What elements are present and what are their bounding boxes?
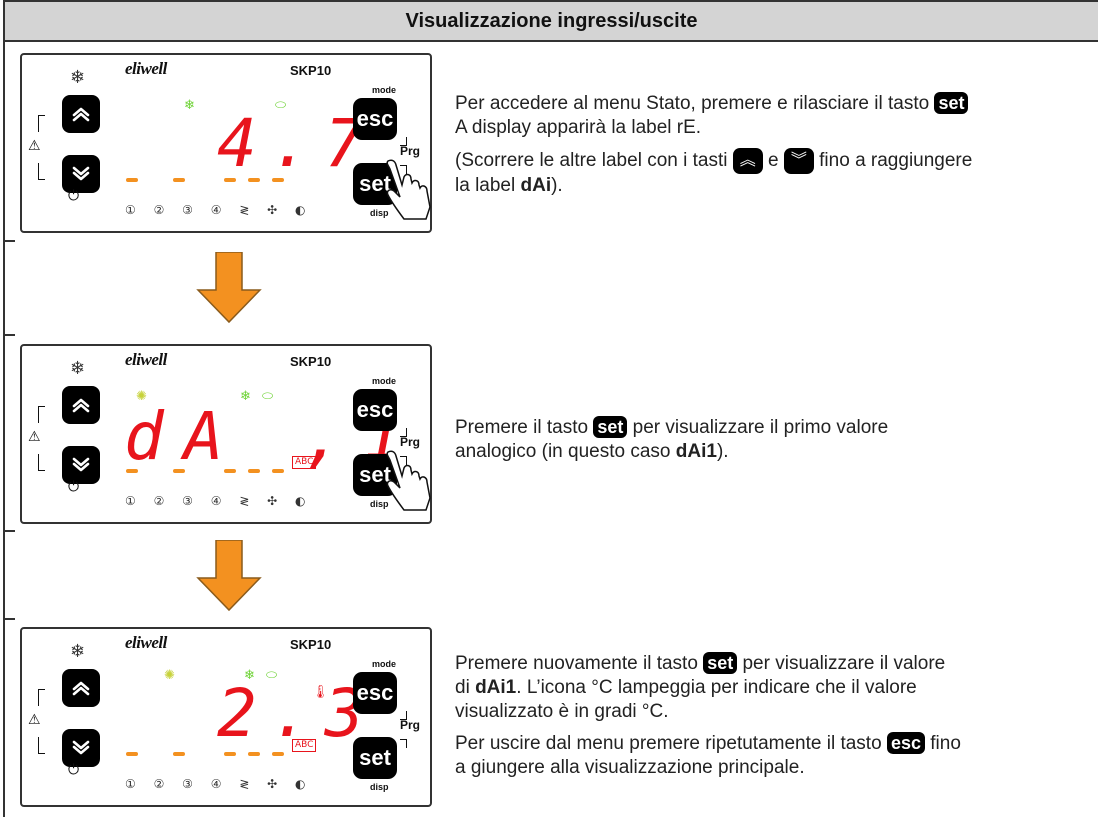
- down-arrow-icon: [196, 252, 262, 324]
- pressing-hand-icon: [386, 159, 431, 220]
- step2-text: Premere il tasto set per visualizzare il…: [455, 416, 888, 464]
- set-key-icon: set: [593, 416, 628, 438]
- model-label: SKP10: [290, 637, 332, 652]
- chevron-up-icon: [72, 107, 90, 122]
- status-dashes: [126, 178, 286, 186]
- disp-label: disp: [370, 208, 389, 218]
- chevron-up-icon: [72, 398, 90, 413]
- compressor-icon: ❄: [184, 97, 195, 112]
- aux-icon: ✺: [136, 388, 147, 403]
- set-key-icon: set: [703, 652, 738, 674]
- alarm-mute-icon: ⚠: [28, 137, 41, 153]
- display-digits: 4.7: [217, 105, 379, 182]
- section-header: Visualizzazione ingressi/uscite: [3, 0, 1098, 42]
- compressor-icon: ❄: [244, 667, 255, 682]
- eliwell-logo: eliwell: [125, 59, 167, 78]
- step1-text: Per accedere al menu Stato, premere e ri…: [455, 92, 972, 198]
- down-button[interactable]: [62, 729, 100, 767]
- step1-line1: Per accedere al menu Stato, premere e ri…: [455, 92, 972, 116]
- alarm-mute-icon: ⚠: [28, 428, 41, 444]
- chevron-down-icon: [72, 166, 90, 181]
- step3-line1: Premere nuovamente il tasto set per visu…: [455, 652, 946, 674]
- mode-label: mode: [372, 659, 397, 669]
- chevron-down-icon: [72, 740, 90, 755]
- pressing-hand-icon: [386, 450, 431, 511]
- chevron-down-icon: [72, 457, 90, 472]
- controller-panel-2: ❄ ⚠ ⏻ eliwell SKP10 ✺ ❄ ⬭ dA ,1 ABC ① ② …: [20, 344, 432, 524]
- step2-line2: analogico (in questo caso dAi1).: [455, 441, 729, 462]
- defrost-icon: ❄: [70, 358, 86, 378]
- step3-text: Premere nuovamente il tasto set per visu…: [455, 652, 961, 780]
- alarm-mute-icon: ⚠: [28, 711, 41, 727]
- esc-key-icon: esc: [886, 732, 925, 754]
- esc-button[interactable]: esc: [353, 98, 397, 140]
- set-button[interactable]: set: [353, 737, 397, 779]
- power-icon: ⏻: [68, 187, 80, 203]
- eliwell-logo: eliwell: [125, 350, 167, 369]
- step1-line3: (Scorrere le altre label con i tasti ︽ e…: [455, 148, 972, 174]
- output-icons: ① ② ③ ④ ≷ ✣ ◐: [125, 203, 313, 217]
- down-arrow-icon: [196, 540, 262, 612]
- esc-button[interactable]: esc: [353, 389, 397, 431]
- eliwell-logo: eliwell: [125, 633, 167, 652]
- step3-line2: di dAi1. L’icona °C lampeggia per indica…: [455, 677, 917, 698]
- mode-label: mode: [372, 85, 397, 95]
- disp-label: disp: [370, 782, 389, 792]
- abc-indicator: ABC: [292, 456, 317, 469]
- aux-icon: ✺: [164, 667, 175, 682]
- step1-line2: A display apparirà la label rE.: [455, 117, 702, 138]
- up-button[interactable]: [62, 669, 100, 707]
- output-icons: ① ② ③ ④ ≷ ✣ ◐: [125, 777, 313, 791]
- esc-button[interactable]: esc: [353, 672, 397, 714]
- up-button[interactable]: [62, 95, 100, 133]
- controller-panel-1: ❄ ⚠ ⏻ eliwell SKP10 ❄ ⬭ 4.7 ① ② ③ ④ ≷ ✣ …: [20, 53, 432, 233]
- display-digits: 2.3: [217, 675, 379, 752]
- defrost-icon: ❄: [70, 641, 86, 661]
- section-title: Visualizzazione ingressi/uscite: [405, 9, 698, 32]
- down-button[interactable]: [62, 155, 100, 193]
- up-key-icon: ︽: [732, 148, 763, 174]
- set-key-icon: set: [934, 92, 969, 114]
- abc-indicator: ABC: [292, 739, 317, 752]
- step2-line1: Premere il tasto set per visualizzare il…: [455, 416, 889, 438]
- thermometer-icon: 🌡: [312, 684, 329, 699]
- step3-line5: a giungere alla visualizzazione principa…: [455, 757, 805, 778]
- defrost-icon: ❄: [70, 67, 86, 87]
- chevron-up-icon: [72, 681, 90, 696]
- down-button[interactable]: [62, 446, 100, 484]
- up-button[interactable]: [62, 386, 100, 424]
- model-label: SKP10: [290, 354, 332, 369]
- prg-label: Prg: [400, 144, 421, 158]
- power-icon: ⏻: [68, 478, 80, 494]
- compressor-icon: ❄: [240, 388, 251, 403]
- row-separator: [3, 618, 15, 620]
- row-separator: [3, 334, 15, 336]
- controller-panel-3: ❄ ⚠ ⏻ eliwell SKP10 ✺ ❄ ⬭ 🌡 2.3 ABC ① ② …: [20, 627, 432, 807]
- model-label: SKP10: [290, 63, 332, 78]
- fan-led-icon: ⬭: [275, 97, 287, 112]
- mode-label: mode: [372, 376, 397, 386]
- power-icon: ⏻: [68, 761, 80, 777]
- disp-label: disp: [370, 499, 389, 509]
- status-dashes: [126, 469, 286, 477]
- step3-line4: Per uscire dal menu premere ripetutament…: [455, 732, 961, 754]
- output-icons: ① ② ③ ④ ≷ ✣ ◐: [125, 494, 313, 508]
- prg-label: Prg: [400, 718, 421, 732]
- step1-line4: la label dAi).: [455, 175, 563, 196]
- prg-label: Prg: [400, 435, 421, 449]
- down-key-icon: ︾: [783, 148, 814, 174]
- row-separator: [3, 240, 15, 242]
- status-dashes: [126, 752, 286, 760]
- fan-led-icon: ⬭: [266, 667, 278, 682]
- step3-line3: visualizzato è in gradi °C.: [455, 701, 669, 722]
- fan-led-icon: ⬭: [262, 388, 274, 403]
- row-separator: [3, 530, 15, 532]
